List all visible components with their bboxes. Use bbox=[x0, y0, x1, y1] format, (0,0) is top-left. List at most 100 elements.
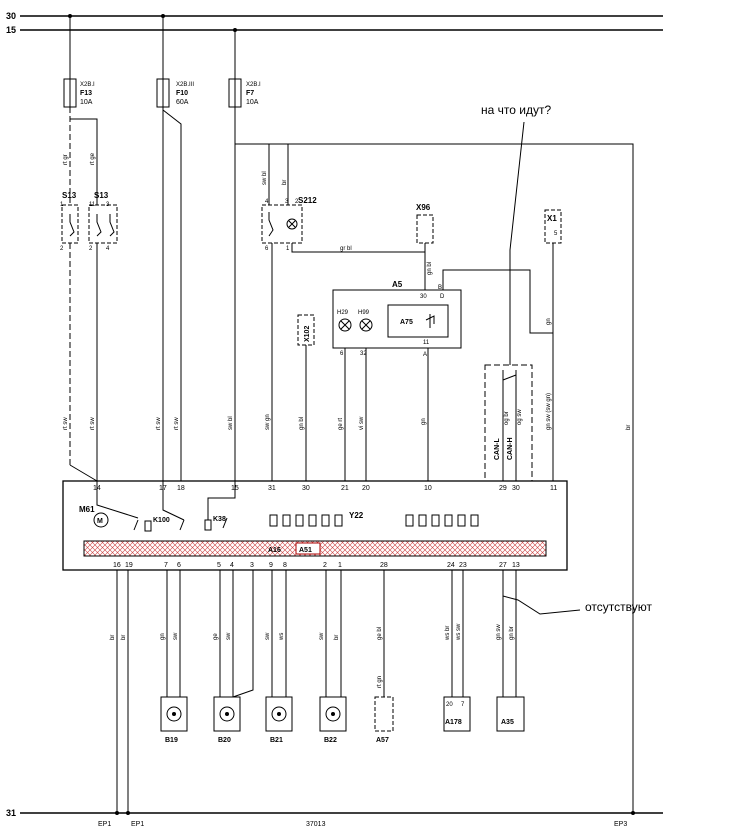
sensor-b22: B22 bbox=[319, 696, 347, 744]
valve-block-left bbox=[269, 514, 343, 527]
m61-label: M61 bbox=[79, 505, 95, 514]
svg-text:3: 3 bbox=[250, 562, 254, 569]
svg-text:11: 11 bbox=[423, 340, 430, 346]
m61-motor-symbol: M bbox=[97, 518, 103, 525]
svg-text:br: br bbox=[282, 180, 288, 185]
svg-text:ge bl: ge bl bbox=[377, 627, 383, 640]
svg-text:A178: A178 bbox=[445, 719, 462, 726]
svg-text:2: 2 bbox=[323, 562, 327, 569]
h29-label: H29 bbox=[337, 310, 349, 316]
ground-ep1-b: EP1 bbox=[131, 821, 144, 828]
svg-text:B: B bbox=[438, 285, 442, 291]
svg-text:gn br: gn br bbox=[509, 626, 515, 640]
svg-text:13: 13 bbox=[512, 562, 520, 569]
fuse-f13: X2B.I F13 10A bbox=[63, 78, 95, 108]
svg-text:1: 1 bbox=[338, 562, 342, 569]
valve-block-right bbox=[405, 514, 479, 527]
fuse-f7-conn: X2B.I bbox=[246, 82, 261, 88]
top-pins: 14 17 18 15 31 30 21 20 10 29 30 11 bbox=[93, 485, 557, 492]
svg-text:19: 19 bbox=[125, 562, 133, 569]
fuse-f10-conn: X2B.III bbox=[176, 82, 194, 88]
ground-ep3: EP3 bbox=[614, 821, 627, 828]
svg-text:B21: B21 bbox=[270, 737, 283, 744]
svg-text:5: 5 bbox=[217, 562, 221, 569]
svg-text:rt sw: rt sw bbox=[63, 417, 69, 430]
svg-text:20: 20 bbox=[362, 485, 370, 492]
svg-text:30: 30 bbox=[512, 485, 520, 492]
svg-text:32: 32 bbox=[360, 351, 367, 357]
s212-label: S212 bbox=[298, 196, 317, 205]
svg-text:ws: ws bbox=[279, 633, 285, 641]
svg-text:3: 3 bbox=[106, 202, 110, 208]
x96-label: X96 bbox=[416, 203, 431, 212]
svg-text:1: 1 bbox=[60, 202, 64, 208]
svg-text:B22: B22 bbox=[324, 737, 337, 744]
k100-label: K100 bbox=[153, 517, 170, 524]
module-a35: A35 bbox=[496, 696, 525, 732]
svg-text:8: 8 bbox=[283, 562, 287, 569]
sensor-b19: B19 bbox=[160, 696, 188, 744]
svg-text:sw: sw bbox=[265, 632, 271, 640]
a5-label: A5 bbox=[392, 280, 403, 289]
a75-label: A75 bbox=[400, 319, 413, 326]
svg-text:sw bl: sw bl bbox=[262, 171, 268, 185]
sensor-b20: B20 bbox=[213, 696, 241, 744]
svg-text:rt ge: rt ge bbox=[90, 152, 96, 165]
switch-s212: S212 4 3 2 6 1 bbox=[261, 196, 317, 252]
module-a178: 20 7 A178 bbox=[443, 696, 471, 732]
y22-label: Y22 bbox=[349, 511, 364, 520]
svg-text:A35: A35 bbox=[501, 719, 514, 726]
svg-text:gn: gn bbox=[421, 418, 427, 425]
svg-text:ws br: ws br bbox=[445, 626, 451, 641]
svg-text:21: 21 bbox=[341, 485, 349, 492]
connector-a57: A57 bbox=[374, 696, 394, 744]
wires bbox=[69, 16, 634, 813]
sensor-b21: B21 bbox=[265, 696, 293, 744]
fuse-f7-rating: 10A bbox=[246, 99, 259, 106]
bottom-pins: 16 19 7 6 5 4 3 9 8 2 1 28 24 23 27 13 bbox=[113, 562, 520, 569]
svg-text:A: A bbox=[423, 352, 427, 358]
svg-text:16: 16 bbox=[113, 562, 121, 569]
fuse-f10-name: F10 bbox=[176, 90, 188, 97]
x1-label: X1 bbox=[547, 214, 557, 223]
svg-text:sw bl: sw bl bbox=[228, 416, 234, 430]
annotation-question: на что идут? bbox=[481, 103, 551, 117]
svg-text:30: 30 bbox=[420, 294, 427, 300]
wire-labels: rt gr rt ge sw bl br gr bl gn bl gn rt s… bbox=[63, 152, 632, 688]
svg-text:br: br bbox=[121, 635, 127, 640]
svg-text:B20: B20 bbox=[218, 737, 231, 744]
connector-x102: X102 bbox=[297, 314, 315, 346]
fuse-f7: X2B.I F7 10A bbox=[228, 78, 261, 108]
svg-text:vi sw: vi sw bbox=[359, 416, 365, 430]
svg-text:ge rt: ge rt bbox=[338, 418, 344, 430]
fuse-f7-name: F7 bbox=[246, 90, 254, 97]
rail-30-label: 30 bbox=[6, 11, 16, 21]
ground-ep1-a: EP1 bbox=[98, 821, 111, 828]
svg-text:og br: og br bbox=[504, 411, 510, 425]
svg-text:2: 2 bbox=[60, 246, 64, 252]
svg-text:4: 4 bbox=[265, 199, 269, 205]
fuse-f10: X2B.III F10 60A bbox=[156, 78, 194, 108]
can-box: CAN-L CAN-H bbox=[484, 364, 533, 488]
k38-label: K38 bbox=[213, 516, 226, 523]
svg-text:A57: A57 bbox=[376, 737, 389, 744]
svg-text:ws sw: ws sw bbox=[456, 623, 462, 641]
svg-text:18: 18 bbox=[177, 485, 185, 492]
svg-text:gn bl: gn bl bbox=[427, 262, 433, 275]
svg-text:2: 2 bbox=[295, 199, 299, 205]
svg-text:7: 7 bbox=[164, 562, 168, 569]
svg-text:D: D bbox=[440, 294, 445, 300]
svg-text:gn sw (sw gn): gn sw (sw gn) bbox=[546, 393, 552, 430]
h99-label: H99 bbox=[358, 310, 370, 316]
svg-text:gn: gn bbox=[546, 318, 552, 325]
s13-a-label: S13 bbox=[62, 191, 77, 200]
svg-text:29: 29 bbox=[499, 485, 507, 492]
control-unit: M M61 K100 K38 Y22 A16 A51 bbox=[62, 480, 568, 571]
switch-s13-b: S13 11 3 2 4 bbox=[88, 191, 118, 252]
svg-text:rt sw: rt sw bbox=[90, 417, 96, 430]
svg-text:2: 2 bbox=[89, 246, 93, 252]
svg-text:rt gr: rt gr bbox=[63, 154, 69, 165]
annotation-absent: отсутствуют bbox=[585, 600, 652, 614]
rail-15-label: 15 bbox=[6, 25, 16, 35]
svg-text:20: 20 bbox=[446, 702, 453, 708]
